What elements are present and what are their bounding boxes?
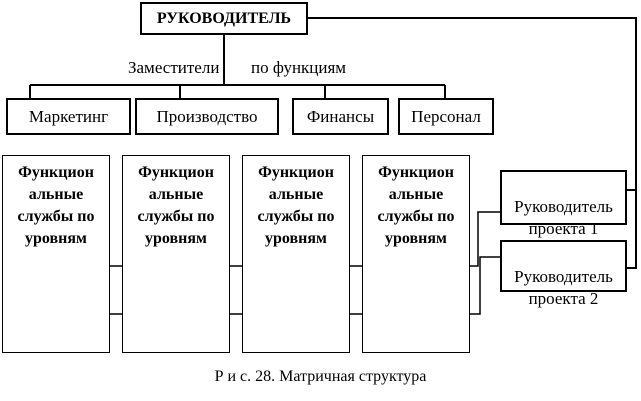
service-box-2: Функцион альные службы по уровням [122, 155, 230, 353]
head-manager-box: РУКОВОДИТЕЛЬ [140, 2, 308, 35]
deputy-label: Финансы [306, 107, 375, 126]
deputy-label: Производство [156, 107, 258, 126]
service-box-3: Функцион альные службы по уровням [242, 155, 350, 353]
deputy-label: Персонал [411, 107, 481, 126]
service-label: Функцион альные службы по уровням [257, 164, 335, 247]
service-label: Функцион альные службы по уровням [137, 164, 215, 247]
service-box-4: Функцион альные службы по уровням [362, 155, 470, 353]
project-manager-label: Руководитель проекта 2 [514, 267, 613, 308]
figure-caption: Р и с. 28. Матричная структура [214, 368, 427, 385]
deputy-label: Маркетинг [28, 107, 109, 126]
head-manager-label: РУКОВОДИТЕЛЬ [156, 10, 292, 27]
service-label: Функцион альные службы по уровням [377, 164, 455, 247]
project-manager-1-box: Руководитель проекта 1 [500, 170, 627, 238]
deputy-box-production: Производство [135, 98, 279, 135]
deputy-box-marketing: Маркетинг [6, 98, 131, 135]
service-box-1: Функцион альные службы по уровням [2, 155, 110, 353]
deputies-label-left: Заместители [128, 58, 220, 77]
service-label: Функцион альные службы по уровням [17, 164, 95, 247]
project-manager-2-box: Руководитель проекта 2 [500, 240, 627, 308]
project-manager-label: Руководитель проекта 1 [514, 197, 613, 238]
deputy-box-finance: Финансы [292, 98, 389, 135]
deputy-box-personnel: Персонал [398, 98, 494, 135]
deputies-label-right: по функциям [251, 58, 347, 77]
